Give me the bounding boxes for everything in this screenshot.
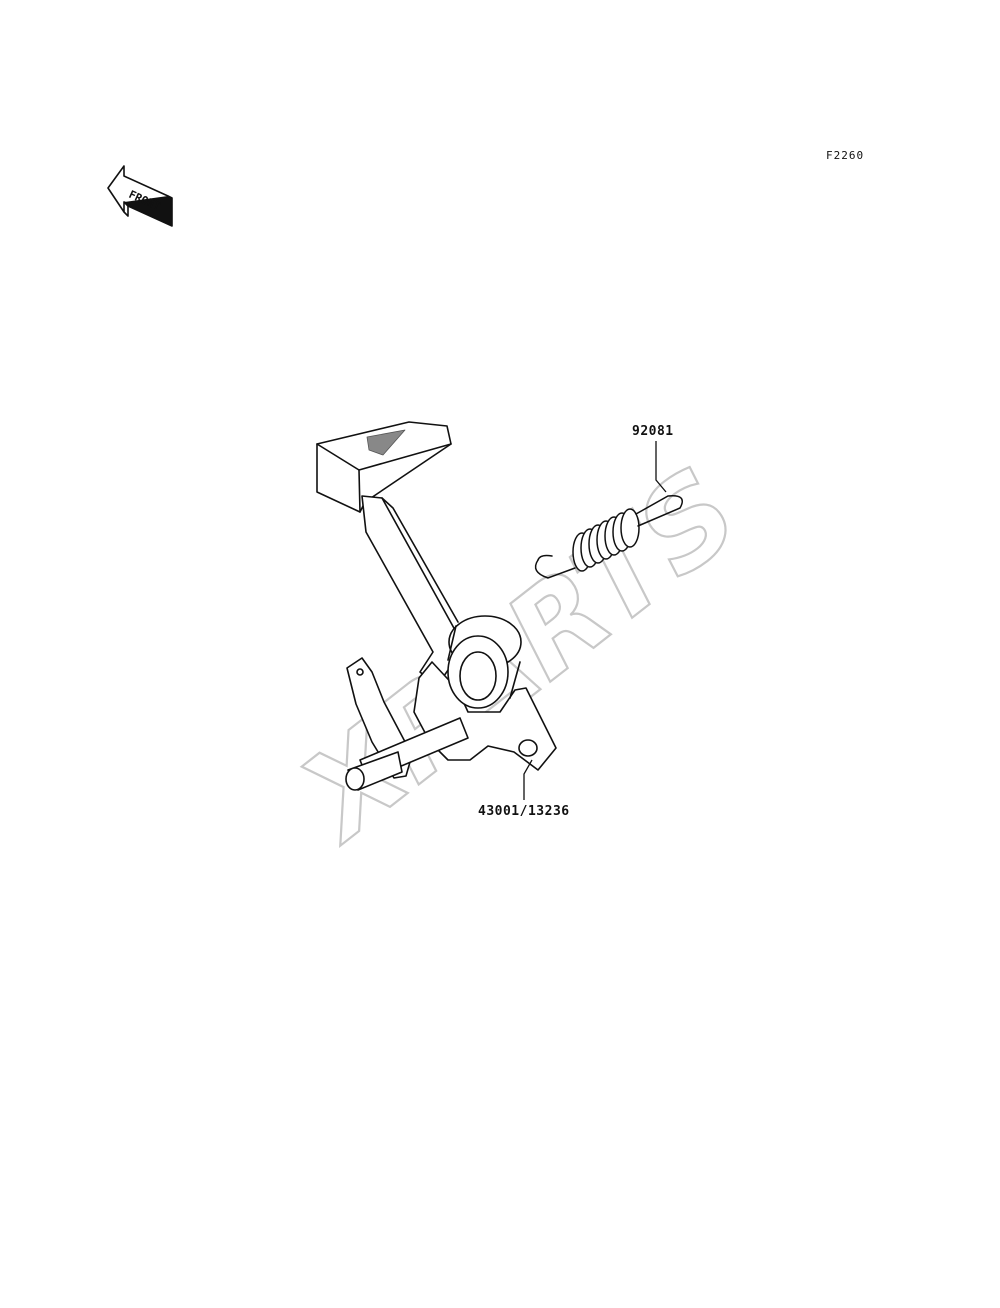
spring-drawing <box>534 495 683 579</box>
brake-pedal-drawing <box>316 421 557 791</box>
leader-lines <box>523 441 667 800</box>
figure-code: F2260 <box>826 149 865 162</box>
part-number-brake-pedal[interactable]: 43001/13236 <box>478 804 570 819</box>
part-number-spring[interactable]: 92081 <box>632 424 674 439</box>
front-arrow-icon: FRONT <box>107 165 173 227</box>
